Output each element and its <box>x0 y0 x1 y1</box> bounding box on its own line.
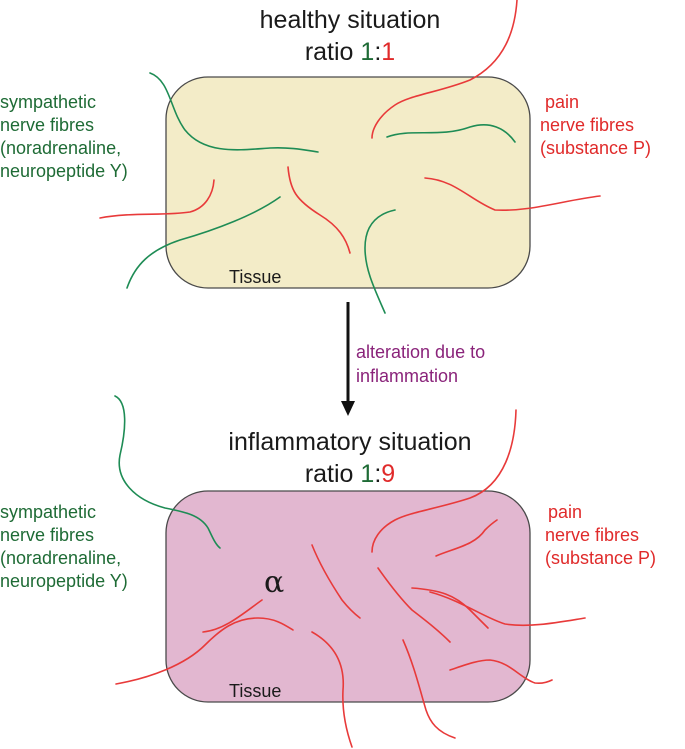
inflamed-pain-fibre <box>402 639 456 739</box>
healthy-pain-fibre <box>99 179 215 219</box>
sympathetic-label-line: (noradrenaline, <box>0 138 121 158</box>
transition-label: alteration due to inflammation <box>356 342 490 386</box>
healthy-pain-label: pain nerve fibres (substance P) <box>540 92 651 158</box>
inflamed-pain-fibre <box>411 587 489 629</box>
inflamed-pain-fibre <box>115 617 294 685</box>
healthy-title: healthy situation <box>260 6 441 34</box>
healthy-sympathetic-fibre <box>386 124 516 143</box>
healthy-sympathetic-fibre <box>149 72 319 153</box>
transition-label-line: inflammation <box>356 366 458 386</box>
inflamed-pain-fibre <box>429 591 586 627</box>
inflamed-tissue-label: Tissue <box>229 681 281 701</box>
sympathetic-label-line: neuropeptide Y) <box>0 161 128 181</box>
pain-label-line: pain <box>548 502 582 522</box>
sympathetic-label-line: (noradrenaline, <box>0 548 121 568</box>
sympathetic-label-line: neuropeptide Y) <box>0 571 128 591</box>
healthy-pain-fibre <box>424 177 601 212</box>
inflamed-pain-fibre <box>435 519 498 557</box>
inflamed-pain-fibre <box>311 544 361 619</box>
healthy-ratio-pain: 1 <box>381 38 395 66</box>
alpha-symbol: α <box>264 565 284 600</box>
inflamed-ratio-separator: : <box>374 460 381 488</box>
healthy-pain-fibre <box>287 166 351 254</box>
inflamed-ratio-prefix: ratio <box>305 460 361 488</box>
inflamed-pain-fibre <box>449 659 553 685</box>
inflamed-ratio: ratio 1:9 <box>305 460 395 488</box>
inflamed-pain-fibre <box>311 631 353 748</box>
transition-label-line: alteration due to <box>356 342 485 362</box>
healthy-ratio-prefix: ratio <box>305 38 361 66</box>
healthy-sympathetic-fibre <box>126 196 281 289</box>
healthy-ratio-separator: : <box>374 38 381 66</box>
inflamed-tissue <box>165 490 531 703</box>
inflamed-ratio-pain: 9 <box>381 460 395 488</box>
pain-label-line: nerve fibres <box>540 115 634 135</box>
healthy-ratio: ratio 1:1 <box>305 38 395 66</box>
pain-label-line: (substance P) <box>540 138 651 158</box>
inflamed-title: inflammatory situation <box>228 428 471 456</box>
healthy-tissue-label: Tissue <box>229 267 281 287</box>
pain-label-line: (substance P) <box>545 548 656 568</box>
inflamed-pain-label: pain nerve fibres (substance P) <box>545 502 656 568</box>
inflamed-sympathetic-label: sympathetic nerve fibres (noradrenaline,… <box>0 502 128 591</box>
healthy-sympathetic-fibre <box>364 209 396 314</box>
inflamed-pain-fibre <box>202 599 263 633</box>
inflamed-pain-fibre <box>377 567 451 643</box>
inflamed-ratio-sympathetic: 1 <box>360 460 374 488</box>
pain-label-line: pain <box>545 92 579 112</box>
transition-arrowhead <box>341 401 355 416</box>
healthy-sympathetic-label: sympathetic nerve fibres (noradrenaline,… <box>0 92 128 181</box>
healthy-ratio-sympathetic: 1 <box>360 38 374 66</box>
pain-label-line: nerve fibres <box>545 525 639 545</box>
sympathetic-label-line: sympathetic <box>0 92 96 112</box>
inflamed-sympathetic-fibre <box>114 395 221 549</box>
healthy-tissue <box>165 76 531 289</box>
sympathetic-label-line: sympathetic <box>0 502 96 522</box>
sympathetic-label-line: nerve fibres <box>0 115 94 135</box>
healthy-pain-fibre <box>371 0 518 139</box>
inflamed-pain-fibre <box>371 409 517 553</box>
sympathetic-label-line: nerve fibres <box>0 525 94 545</box>
